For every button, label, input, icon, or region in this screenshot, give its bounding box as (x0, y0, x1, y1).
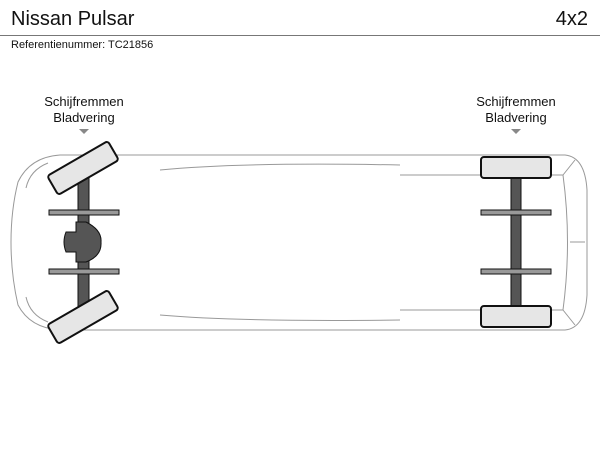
reference-number: Referentienummer: TC21856 (11, 39, 154, 51)
front-left-wheel (47, 141, 119, 195)
rear-axle-label: Schijfremmen Bladvering (456, 94, 576, 126)
axle-configuration: 4x2 (555, 8, 588, 30)
rear-right-wheel (480, 305, 552, 328)
vehicle-title: Nissan Pulsar (11, 8, 135, 30)
rear-axle-brake: Schijfremmen (476, 94, 556, 109)
rear-axle-suspension: Bladvering (485, 110, 547, 125)
front-axle-label: Schijfremmen Bladvering (24, 94, 144, 126)
front-axle-marker-icon (79, 129, 89, 134)
front-axle (47, 141, 120, 344)
rear-axle-marker-icon (511, 129, 521, 134)
header-divider (0, 35, 600, 36)
rear-axle (480, 156, 552, 328)
front-axle-suspension: Bladvering (53, 110, 115, 125)
front-right-wheel (47, 290, 119, 344)
front-axle-brake: Schijfremmen (44, 94, 124, 109)
differential (63, 221, 102, 263)
rear-left-wheel (480, 156, 552, 179)
